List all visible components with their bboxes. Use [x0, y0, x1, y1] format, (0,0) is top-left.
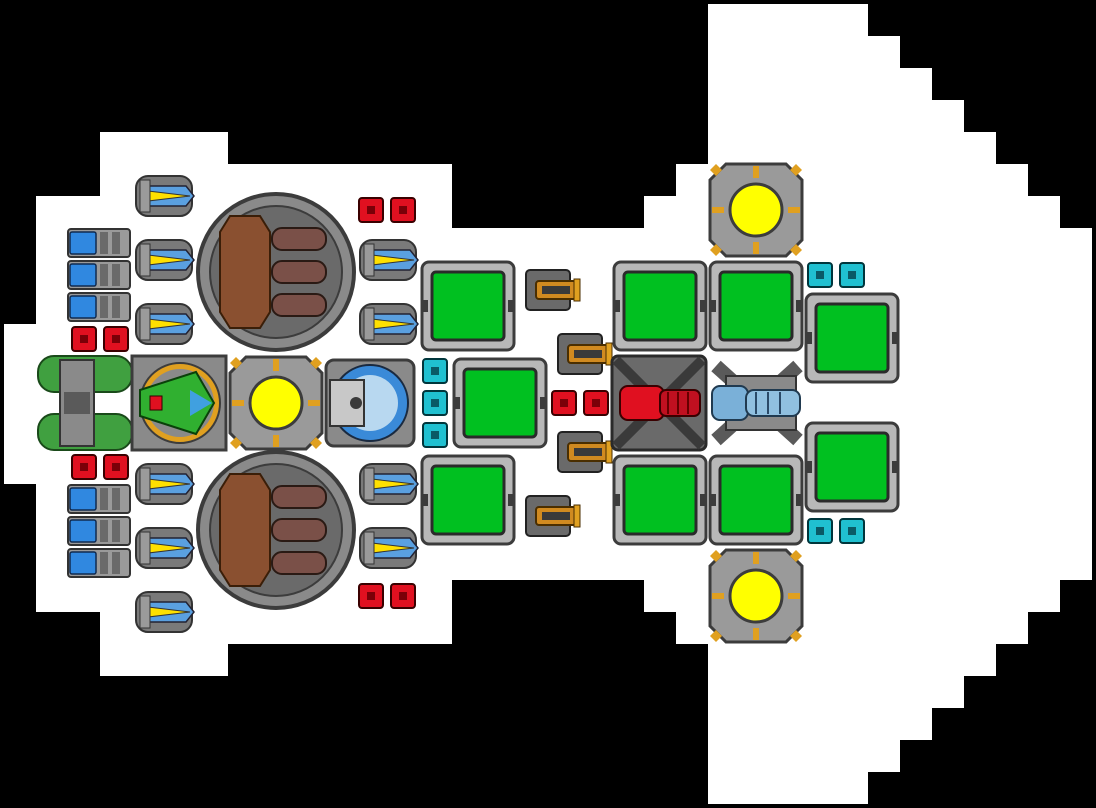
small-turret: [359, 239, 419, 281]
small-turret: [135, 591, 195, 633]
laser-cannon[interactable]: [610, 354, 708, 452]
thruster: [67, 516, 131, 546]
thruster: [67, 484, 131, 514]
small-turret: [135, 303, 195, 345]
storage-room: [804, 421, 900, 513]
ion-cannon[interactable]: [711, 360, 803, 446]
thruster: [67, 548, 131, 578]
storage-room: [452, 357, 548, 449]
storage-room: [420, 260, 516, 352]
reactor-core[interactable]: [228, 355, 324, 451]
small-turret: [359, 463, 419, 505]
small-turret: [135, 527, 195, 569]
small-turret: [359, 303, 419, 345]
thruster: [67, 228, 131, 258]
shield-generator[interactable]: [324, 358, 416, 448]
cockpit[interactable]: [130, 354, 228, 452]
small-turret: [135, 175, 195, 217]
storage-room: [708, 454, 804, 546]
cargo-bay[interactable]: [196, 192, 356, 352]
storage-room: [420, 454, 516, 546]
storage-room: [804, 292, 900, 384]
thruster: [67, 260, 131, 290]
storage-room: [612, 260, 708, 352]
reactor-core[interactable]: [708, 548, 804, 644]
reactor-core[interactable]: [708, 162, 804, 258]
storage-room: [612, 454, 708, 546]
small-turret: [359, 527, 419, 569]
storage-room: [708, 260, 804, 352]
cargo-bay[interactable]: [196, 450, 356, 610]
small-turret: [135, 239, 195, 281]
small-turret: [135, 463, 195, 505]
fuel-tank[interactable]: [37, 355, 133, 451]
thruster: [67, 292, 131, 322]
